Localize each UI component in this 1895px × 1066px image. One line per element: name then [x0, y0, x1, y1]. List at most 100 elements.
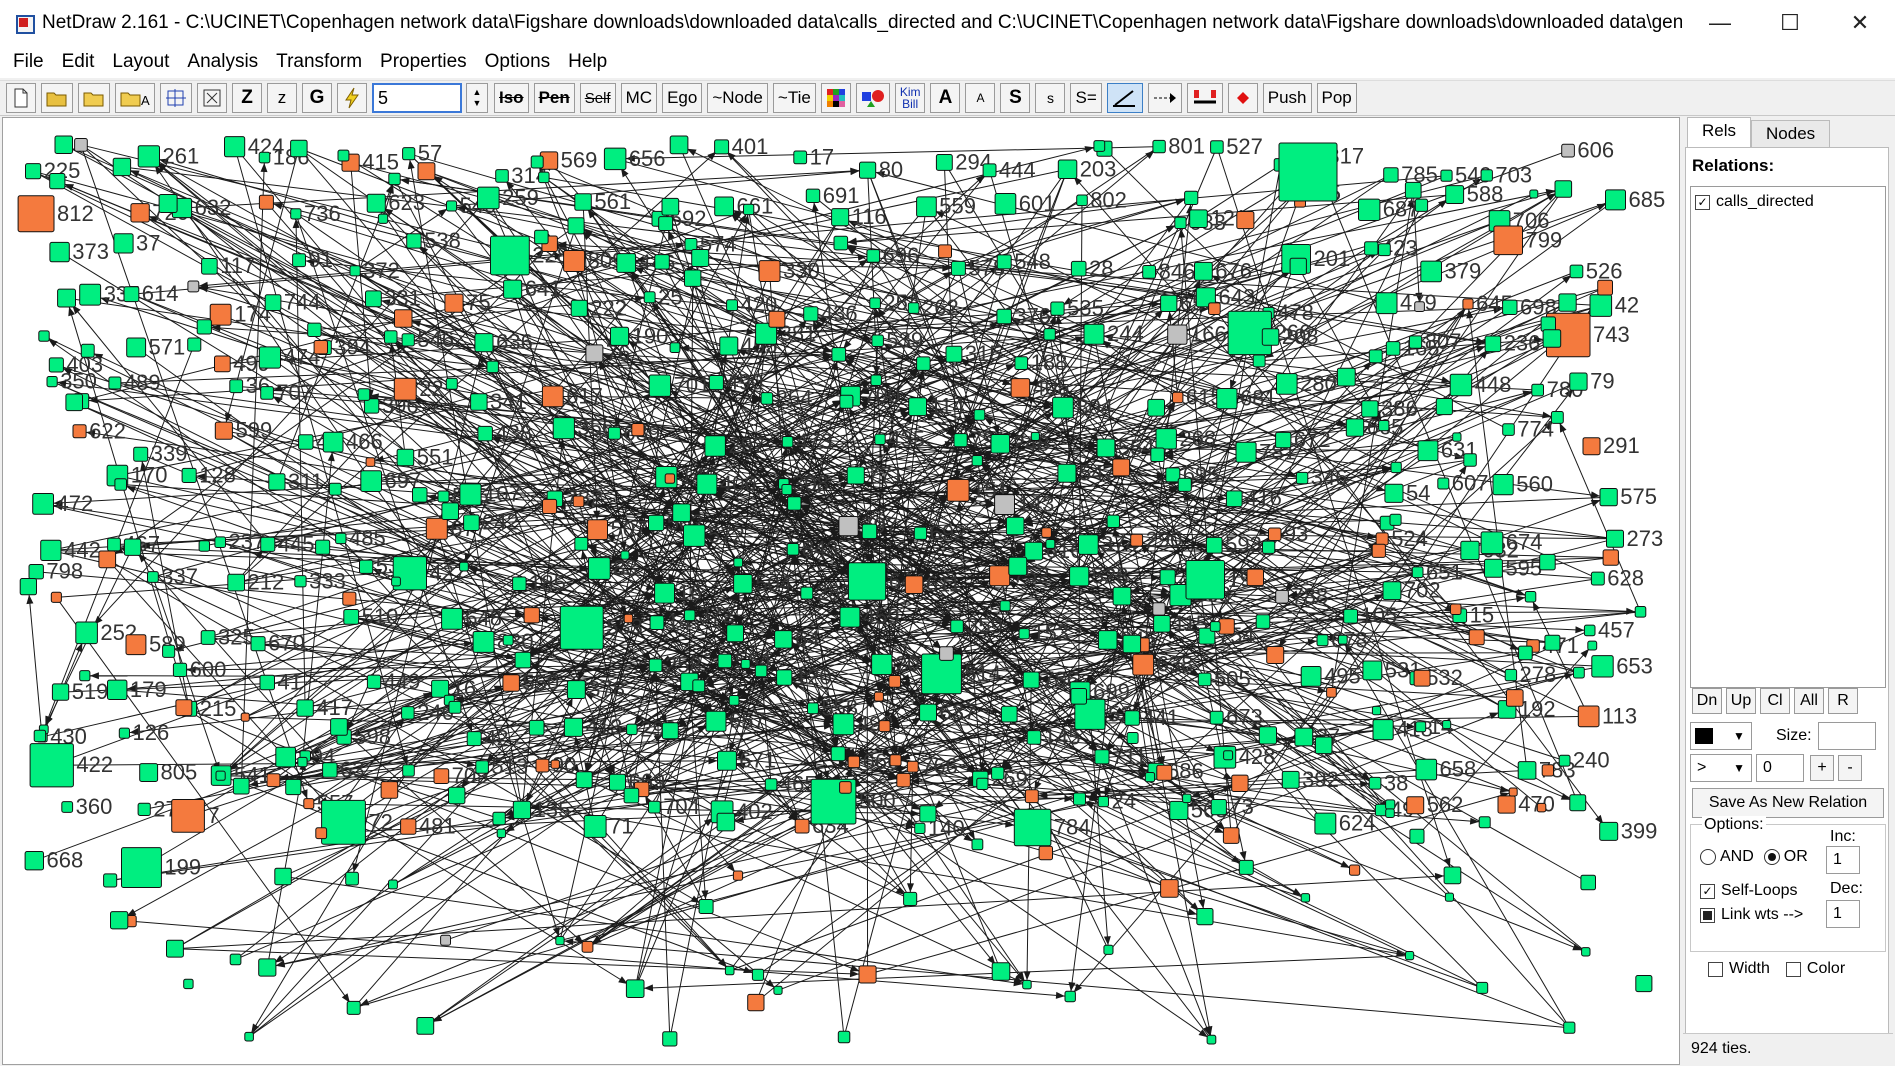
network-node[interactable] [490, 235, 530, 276]
network-node[interactable] [583, 815, 607, 838]
up-button[interactable]: Up [1726, 688, 1756, 714]
network-node[interactable] [1258, 726, 1278, 745]
network-node[interactable] [112, 157, 132, 177]
menu-help[interactable]: Help [568, 51, 608, 72]
network-node[interactable] [904, 575, 924, 594]
network-node[interactable] [1378, 420, 1390, 432]
menu-edit[interactable]: Edit [61, 51, 95, 72]
network-node[interactable] [794, 818, 810, 834]
network-node[interactable] [80, 343, 95, 358]
network-node[interactable] [698, 899, 714, 914]
network-node[interactable] [1167, 324, 1188, 345]
network-node[interactable] [1364, 241, 1379, 256]
network-node[interactable] [847, 562, 887, 601]
maximize-button[interactable]: ☐ [1780, 10, 1800, 35]
network-node[interactable] [294, 575, 307, 588]
network-node[interactable] [1492, 474, 1514, 496]
network-node[interactable] [1156, 764, 1173, 781]
network-node[interactable] [46, 376, 58, 388]
network-node[interactable] [444, 293, 464, 313]
network-node[interactable] [441, 502, 459, 520]
network-node[interactable] [1449, 373, 1473, 397]
network-node[interactable] [1144, 772, 1156, 783]
network-node[interactable] [32, 493, 54, 515]
network-node[interactable] [1300, 893, 1311, 903]
network-node[interactable] [869, 297, 881, 309]
network-node[interactable] [1278, 142, 1338, 202]
network-node[interactable] [733, 574, 753, 594]
network-node[interactable] [258, 194, 274, 210]
arrow-select[interactable]: > ▼ [1690, 754, 1752, 782]
network-node[interactable] [503, 279, 523, 299]
network-node[interactable] [1368, 776, 1382, 790]
network-node[interactable] [1209, 710, 1224, 725]
network-node[interactable] [1368, 349, 1383, 364]
network-node[interactable] [708, 375, 724, 391]
network-node[interactable] [126, 337, 147, 358]
network-node[interactable] [1106, 514, 1120, 529]
netdraw-app-icon[interactable] [14, 12, 35, 34]
network-node[interactable] [719, 336, 739, 356]
network-node[interactable] [1018, 628, 1030, 640]
network-node[interactable] [839, 781, 852, 794]
network-node[interactable] [54, 135, 73, 154]
network-node[interactable] [1152, 602, 1166, 616]
network-node[interactable] [1408, 335, 1423, 349]
spring-embed-button[interactable] [337, 83, 367, 113]
network-node[interactable] [215, 770, 226, 781]
network-node[interactable] [72, 424, 87, 439]
network-node[interactable] [359, 559, 374, 574]
network-node[interactable] [1074, 698, 1106, 730]
network-node[interactable] [555, 936, 565, 946]
network-node[interactable] [1362, 660, 1383, 681]
isolates-button[interactable]: Iso [494, 83, 529, 113]
network-node[interactable] [1112, 458, 1131, 477]
network-node[interactable] [704, 435, 726, 457]
clear-button[interactable]: Cl [1760, 688, 1790, 714]
network-node[interactable] [123, 538, 142, 556]
network-node[interactable] [552, 417, 575, 440]
network-node[interactable] [1026, 730, 1042, 745]
network-node[interactable] [1602, 549, 1619, 566]
network-node[interactable] [412, 487, 428, 503]
network-node[interactable] [187, 337, 202, 352]
network-node[interactable] [669, 342, 681, 353]
menu-analysis[interactable]: Analysis [187, 51, 259, 72]
network-node[interactable] [391, 576, 401, 587]
network-node[interactable] [1014, 356, 1029, 371]
network-node[interactable] [1414, 198, 1429, 212]
network-node[interactable] [1041, 527, 1052, 538]
menu-properties[interactable]: Properties [380, 51, 467, 72]
network-node[interactable] [616, 253, 637, 273]
network-node[interactable] [1172, 391, 1184, 404]
network-node[interactable] [717, 653, 733, 669]
network-node[interactable] [631, 423, 645, 437]
network-node[interactable] [538, 171, 550, 184]
network-node[interactable] [1506, 689, 1524, 707]
network-node[interactable] [1531, 383, 1545, 397]
network-node[interactable] [512, 576, 527, 591]
network-node[interactable] [535, 758, 550, 773]
network-node[interactable] [714, 139, 730, 155]
network-node[interactable] [705, 710, 727, 732]
network-node[interactable] [658, 216, 674, 231]
network-node[interactable] [496, 828, 507, 838]
relation-checkbox[interactable]: ✓ [1695, 194, 1710, 210]
network-node[interactable] [1404, 181, 1422, 199]
network-node[interactable] [1069, 566, 1090, 587]
network-node[interactable] [394, 309, 413, 328]
network-node[interactable] [1231, 774, 1249, 792]
network-node[interactable] [49, 241, 70, 263]
network-node[interactable] [724, 965, 735, 976]
network-node[interactable] [162, 644, 176, 658]
network-node[interactable] [1484, 558, 1503, 578]
network-node[interactable] [201, 258, 218, 275]
network-node[interactable] [754, 664, 768, 678]
network-node[interactable] [846, 466, 865, 485]
network-node[interactable] [477, 186, 500, 210]
network-node[interactable] [431, 679, 450, 698]
network-node[interactable] [232, 777, 250, 795]
graph-theoretic-layout-button[interactable]: G [302, 83, 332, 113]
network-node[interactable] [1517, 761, 1537, 780]
network-node[interactable] [1336, 367, 1356, 387]
